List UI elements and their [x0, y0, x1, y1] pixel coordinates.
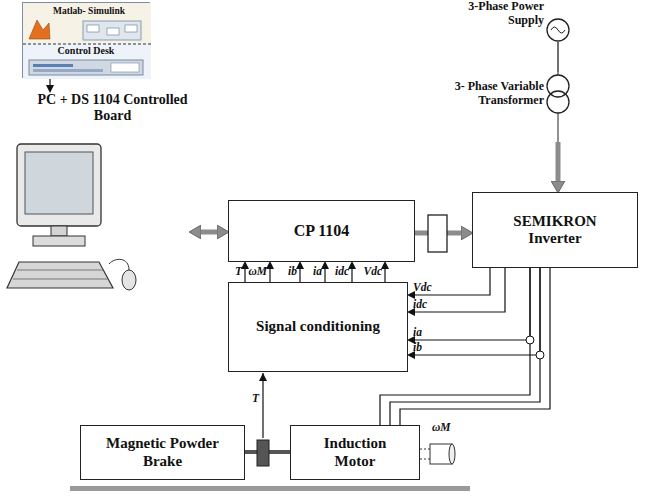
signal-name: ia [413, 326, 422, 339]
signal-wire [415, 268, 530, 340]
label-anchor: T [252, 392, 259, 405]
speed-encoder [449, 444, 455, 464]
signal-wire [269, 269, 270, 282]
node-label: Induction Motor [305, 435, 405, 470]
speed-signal-label: ωM [432, 421, 451, 434]
signal-name: ia [313, 265, 322, 278]
controldesk-panel [111, 63, 139, 72]
node-label: 3- Phase Variable Transformer [440, 80, 544, 108]
label-anchor: ωM [432, 421, 451, 434]
label-anchor: Vdc [363, 265, 382, 278]
signal-name: idc [335, 265, 349, 278]
controldesk-bar [33, 69, 103, 72]
node-label: Magnetic Powder Brake [98, 435, 228, 470]
signal-name: ib [413, 341, 422, 354]
label-anchor: ia [313, 265, 322, 278]
simulink-block [125, 25, 137, 32]
simulink-block [107, 28, 119, 35]
inverter-box: SEMIKRON Inverter [472, 192, 638, 268]
signal-wire [49, 78, 50, 85]
label-anchor: ωM [248, 265, 267, 278]
mouse-cable [109, 259, 129, 270]
label-anchor: idc [413, 298, 427, 311]
mouse [122, 270, 136, 290]
signal-wire [390, 268, 540, 425]
signal-name: ωM [248, 265, 267, 278]
ground-bar [70, 486, 470, 491]
matlab-logo [29, 20, 50, 39]
controller-box: CP 1104 [228, 200, 415, 262]
brake-box: Magnetic Powder Brake [80, 425, 245, 480]
node-label: PC + DS 1104 Controlled Board [35, 92, 190, 124]
node-label: Signal conditioning [256, 318, 380, 335]
controldesk-window [29, 60, 143, 75]
node-label: CP 1104 [294, 222, 350, 240]
simulink-block [87, 25, 99, 32]
keyboard-keys [13, 279, 108, 280]
power-supply: 3-Phase Power Supply [450, 0, 575, 42]
sine-symbol [551, 27, 565, 33]
simulink-window [83, 21, 141, 40]
torque-signal-label: T [252, 392, 259, 405]
monitor [17, 144, 101, 226]
node-label: Matlab- Simulink [53, 6, 147, 17]
transformer-lead [558, 113, 559, 142]
signal-wire [299, 269, 300, 282]
monitor-screen [25, 152, 93, 214]
label-anchor: T [235, 265, 242, 278]
motor-box: Induction Motor [290, 425, 420, 480]
interface-box [428, 215, 447, 252]
power-arrow [201, 230, 217, 235]
transformer-winding [547, 91, 569, 113]
signal-wire [384, 269, 385, 282]
signal-wire [324, 269, 325, 282]
pc-workstation: PC + DS 1104 Controlled Board [5, 92, 190, 304]
signal-name: idc [413, 298, 427, 311]
current-sensor [526, 336, 534, 344]
node-label: SEMIKRON Inverter [500, 213, 610, 248]
torque-sensor [257, 440, 269, 466]
keyboard-keys [17, 270, 103, 271]
ac-source-symbol [547, 19, 569, 41]
torque-signal-arrow [262, 373, 263, 438]
label-anchor: ib [413, 341, 422, 354]
divider-line [23, 44, 151, 45]
keyboard [7, 262, 113, 288]
screen-background [23, 3, 151, 79]
monitor-stand [51, 226, 67, 236]
label-anchor: ia [413, 326, 422, 339]
signal-conditioning-box: Signal conditioning [228, 282, 408, 372]
signal-name: Vdc [413, 281, 432, 294]
signal-wire [400, 268, 550, 425]
software-screenshot: Matlab- SimulinkControl Desk [22, 2, 150, 78]
encoder-coupling [420, 449, 430, 450]
signal-wire [557, 42, 558, 72]
signal-name: ib [288, 265, 297, 278]
pc-figure [5, 92, 190, 304]
variable-transformer: 3- Phase Variable Transformer [440, 72, 575, 142]
encoder-coupling [420, 459, 430, 460]
monitor-base [33, 236, 85, 246]
signal-wire [351, 269, 352, 282]
power-arrow [556, 142, 561, 181]
label-anchor: idc [335, 265, 349, 278]
controldesk-bar [33, 64, 73, 67]
current-sensor [536, 351, 544, 359]
signal-name: T [235, 265, 242, 278]
label-anchor: ib [288, 265, 297, 278]
node-label: Control Desk [23, 45, 149, 57]
signal-name: Vdc [363, 265, 382, 278]
signal-wire [244, 269, 245, 282]
node-label: 3-Phase Power Supply [450, 0, 544, 28]
label-anchor: Vdc [413, 281, 432, 294]
screen-band [23, 3, 151, 43]
signal-wire [415, 268, 540, 355]
